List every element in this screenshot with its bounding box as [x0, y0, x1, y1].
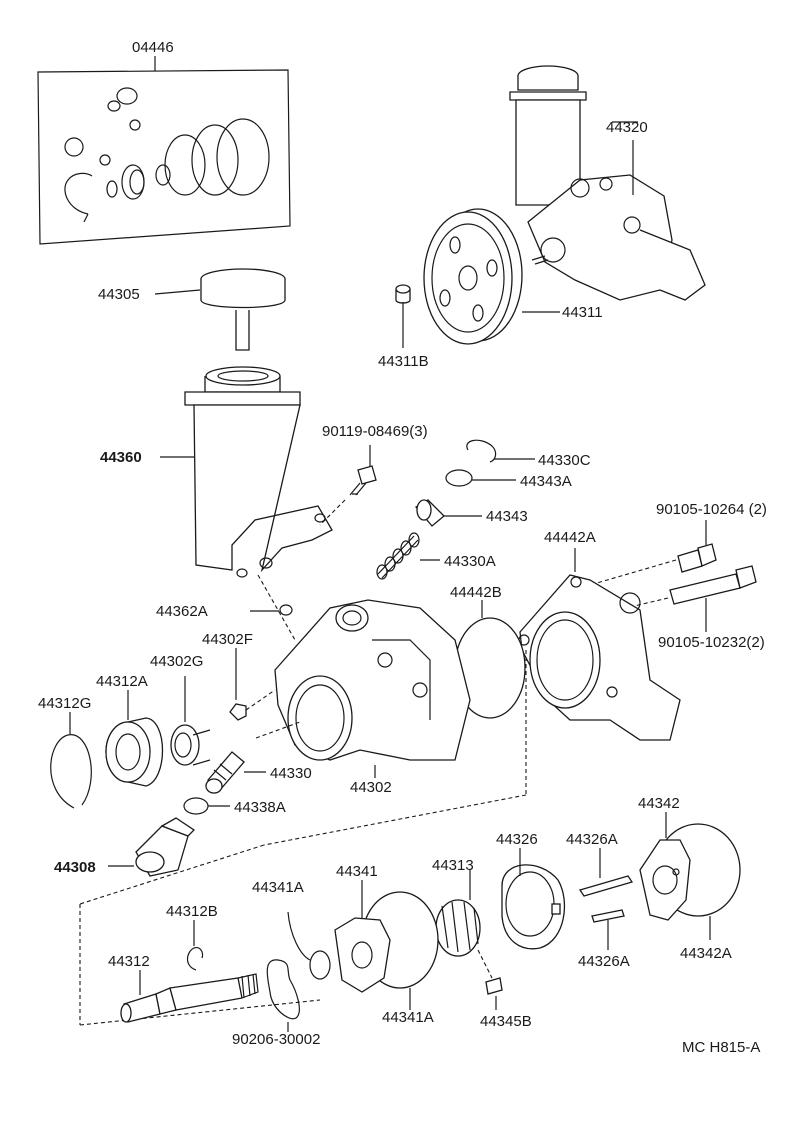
label-44343A: 44343A: [520, 473, 572, 490]
rotor-44313: [435, 870, 493, 979]
union-44308: [108, 817, 196, 877]
housing-44302: [274, 599, 471, 778]
label-44330A: 44330A: [444, 553, 496, 570]
label-44341A-top: 44341A: [252, 879, 304, 896]
label-44326A-top: 44326A: [566, 831, 618, 848]
label-44305: 44305: [98, 286, 140, 303]
label-44362A: 44362A: [156, 603, 208, 620]
label-44312G: 44312G: [38, 695, 91, 712]
label-44330C: 44330C: [538, 452, 591, 469]
label-90105-10232: 90105-10232(2): [658, 634, 765, 651]
group-frame-dashed: [79, 650, 527, 1026]
oring-44362A: [250, 604, 293, 616]
gasket-90206: [266, 959, 300, 1032]
label-44338A: 44338A: [234, 799, 286, 816]
shaft-44312: [120, 970, 259, 1023]
bracket-44442A: [518, 548, 681, 741]
label-90105-10264: 90105-10264 (2): [656, 501, 767, 518]
label-90119-08469: 90119-08469(3): [322, 423, 428, 440]
leader-dash: [255, 721, 301, 739]
pin-44326A-top: [578, 848, 634, 897]
label-44341A-bottom: 44341A: [382, 1009, 434, 1026]
oring-44341A: [287, 911, 331, 980]
plate-44341: [334, 880, 439, 1010]
pin-44326A-bottom: [591, 909, 625, 950]
label-44311: 44311: [562, 304, 603, 321]
label-44302: 44302: [350, 779, 392, 796]
label-44326: 44326: [496, 831, 538, 848]
label-44312A: 44312A: [96, 673, 148, 690]
o-ring-44343A: [445, 469, 516, 487]
leader-dash: [245, 689, 276, 711]
pulley-44311: [395, 208, 560, 348]
spring-44330A: [376, 532, 440, 580]
pump-assembly-44320: [509, 65, 706, 301]
bolt-90105-10232: [629, 565, 757, 632]
reservoir-44360: [160, 366, 333, 641]
snap-ring-44312B: [186, 920, 204, 971]
cam-ring-44326: [501, 848, 565, 950]
seal-kit-04446: [37, 56, 291, 245]
label-44326A-bottom: 44326A: [578, 953, 630, 970]
bolt-90119: [319, 445, 377, 526]
label-44345B: 44345B: [480, 1013, 532, 1030]
reservoir-cap-44305: [154, 268, 286, 351]
label-44308: 44308: [54, 859, 96, 876]
valve-44330: [205, 751, 266, 794]
snap-ring-44312G: [50, 712, 92, 809]
label-90206-30002: 90206-30002: [232, 1031, 320, 1048]
label-44342: 44342: [638, 795, 680, 812]
bearing-44312A: [105, 690, 164, 787]
label-44442B: 44442B: [450, 584, 502, 601]
plug-44302F: [229, 648, 247, 721]
seal-44302G: [170, 676, 211, 766]
footer-code: MC H815-A: [682, 1039, 760, 1056]
label-44312: 44312: [108, 953, 150, 970]
label-04446: 04446: [132, 39, 174, 56]
vane-44345B: [485, 977, 503, 1010]
label-44302G: 44302G: [150, 653, 203, 670]
label-44311B: 44311B: [378, 353, 429, 370]
label-44442A: 44442A: [544, 529, 596, 546]
label-44313: 44313: [432, 857, 474, 874]
bolt-90105-10264: [589, 520, 717, 586]
label-44341: 44341: [336, 863, 378, 880]
cam-ring-44342: [639, 812, 741, 940]
snap-ring-44330C: [466, 439, 535, 463]
label-44312B: 44312B: [166, 903, 218, 920]
oring-44338A: [183, 797, 230, 815]
label-44360: 44360: [100, 449, 142, 466]
label-44330: 44330: [270, 765, 312, 782]
label-44343: 44343: [486, 508, 528, 525]
label-44320: 44320: [606, 119, 648, 136]
plug-44343: [415, 499, 482, 527]
label-44302F: 44302F: [202, 631, 253, 648]
label-44342A: 44342A: [680, 945, 732, 962]
